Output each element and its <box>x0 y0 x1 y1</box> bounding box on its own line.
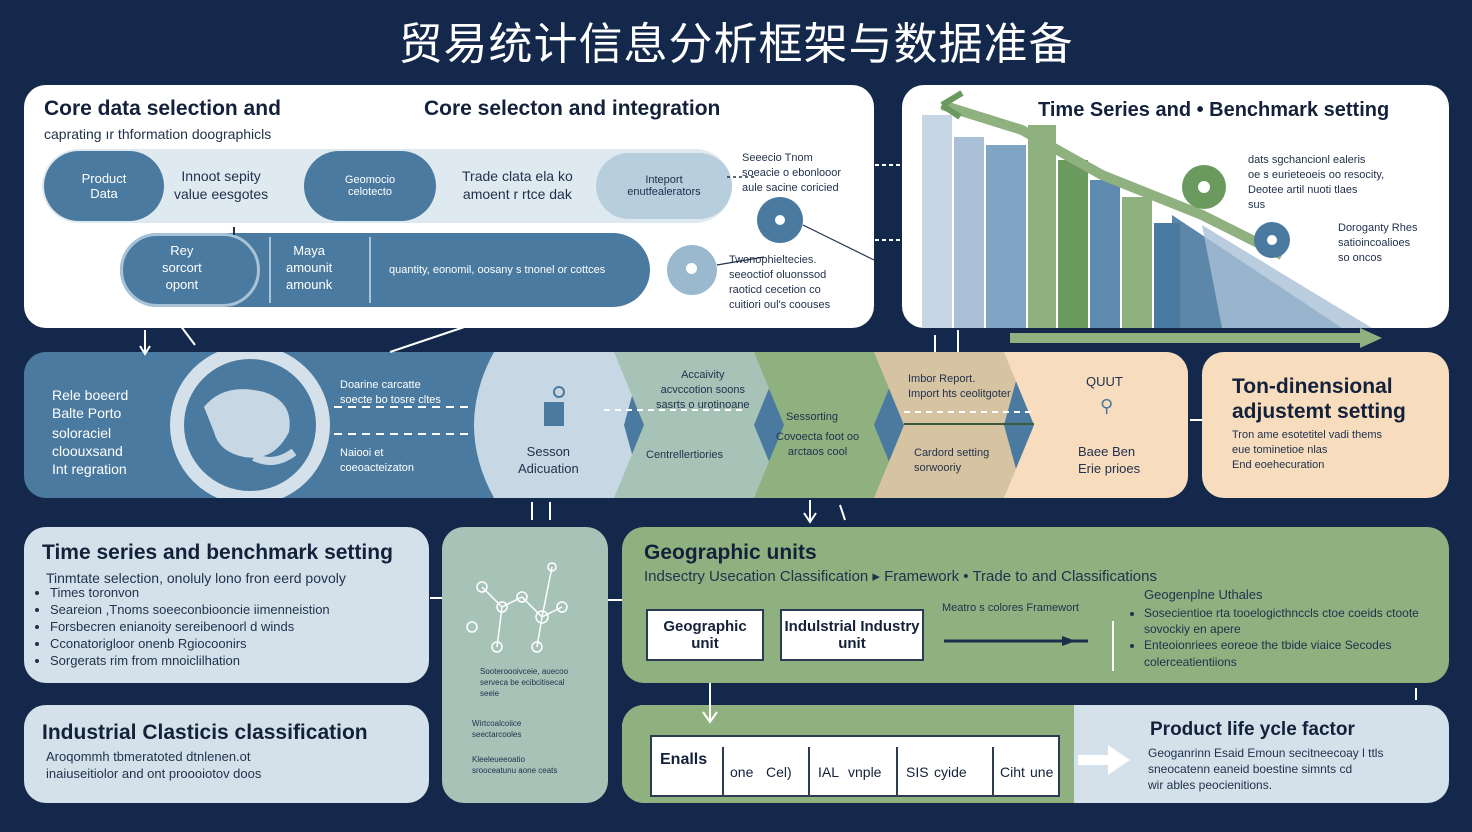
network-note-a: Sooteroooivceie, auecoo serveca be ecibc… <box>480 667 569 698</box>
lifecycle-seg: Ciht <box>1000 764 1025 780</box>
band-base: Baee Ben Erie prioes <box>1078 444 1141 476</box>
tondim-panel: Ton-dinensional adjustemt setting Tron a… <box>1202 352 1449 498</box>
band-card-setting: Cardord setting sorwooriy <box>914 447 990 474</box>
network-note-b: Wirtcoalcoiice seectarcooles <box>472 719 522 739</box>
band-quit: QUUT <box>1086 374 1123 389</box>
band-season: Sesson Adicuation <box>518 444 579 476</box>
product-data-label: Product Data <box>81 171 127 201</box>
timeseries-top-panel: Time Series and • Benchmark setting dats… <box>902 85 1449 328</box>
band-left-label: Rele boeerd Balte Porto <box>52 387 129 422</box>
lifecycle-divider <box>992 747 994 795</box>
pill2-side-text: Trade clata ela ko amoent r rtce dak <box>462 168 573 203</box>
core-panel: Core data selection and caprating ır thf… <box>24 85 874 328</box>
core-heading-2: Core selecton and integration <box>424 97 721 120</box>
geo-panel: Geographic units Indsectry Usecation Cla… <box>622 527 1449 683</box>
pill1-side-text: Innoot sepity value eesgotes <box>174 168 269 203</box>
lifecycle-divider <box>896 747 898 795</box>
lifecycle-seg: IAL <box>818 764 840 780</box>
band-center: Centrellertiories <box>646 449 724 461</box>
lifecycle-panel: Enalls one Cel) IAL vnple SIS cyide Ciht… <box>622 705 1449 803</box>
core-subheading: caprating ır thformation doographicls <box>44 126 272 142</box>
flow-band: Rele boeerd Balte Porto soloraciel cloou… <box>24 352 1188 498</box>
band-left-sub: soloraciel cloouxsand Int regration <box>52 425 127 478</box>
ts-bottom-panel: Time series and benchmark setting Tinmta… <box>24 527 429 683</box>
ts-bottom-list: Times toronvon Seareion ,Tnoms soeeconbi… <box>34 585 330 669</box>
band-mid-top: Doarine carcatte soecte bo tosre cltes <box>340 379 441 406</box>
geographic-unit-label: Geographic unit <box>663 617 747 652</box>
core-note-2: Twonophieltecies. seeoctiof oluonssod ra… <box>729 254 831 311</box>
tondim-text: Tron ame esotetitel vadi thems eue tomin… <box>1232 429 1382 471</box>
timeseries-top-heading: Time Series and • Benchmark setting <box>1038 99 1390 121</box>
lifecycle-seg: une <box>1030 764 1054 780</box>
geo-arrow <box>944 636 1088 646</box>
geometric-selection-pill[interactable]: Geomocio celotecto <box>304 151 436 221</box>
bar-chart-icon <box>922 90 1372 328</box>
network-note-c: Kleeleueeoatio srooceatunu aone ceats <box>472 755 558 775</box>
lifecycle-seg: cyide <box>934 764 967 780</box>
lifecycle-divider <box>808 747 810 795</box>
core-note-1: Seeecio Tnom soeacie o ebonlooor aule sa… <box>742 152 842 194</box>
list-item: Times toronvon <box>50 585 330 602</box>
interport-pill[interactable]: Inteport enutfealerators <box>596 153 732 219</box>
node-dot-1 <box>775 215 785 225</box>
lifecycle-seg: SIS <box>906 764 929 780</box>
arrow-icon <box>1010 328 1382 348</box>
network-icon <box>466 562 568 653</box>
core-heading: Core data selection and <box>44 97 281 120</box>
geo-sub: Indsectry Usecation Classification ▸ Fra… <box>644 568 1157 585</box>
product-data-pill[interactable]: Product Data <box>44 151 164 221</box>
band-seasoning: Sessorting <box>786 411 838 423</box>
industrial-unit-box[interactable]: Indulstrial Industry unit <box>780 609 924 661</box>
band-mid-bottom: Naiooi et coeoacteizaton <box>340 447 414 474</box>
network-panel: Sooteroooivceie, auecoo serveca be ecibc… <box>442 527 608 803</box>
lifecycle-box-label: Enalls <box>660 751 708 768</box>
tondim-heading: Ton-dinensional adjustemt setting <box>1232 375 1406 424</box>
lifecycle-divider <box>722 747 724 795</box>
geo-heading: Geographic units <box>644 541 817 564</box>
industrial-text: Aroqommh tbmeratoted dtnlenen.ot inaiuse… <box>46 749 262 781</box>
industrial-panel: Industrial Clasticis classification Aroq… <box>24 705 429 803</box>
list-item: Enteoionriees eoreoe the tbide viaice Se… <box>1144 637 1419 669</box>
lifecycle-arrow <box>1078 745 1130 775</box>
ts-bottom-heading: Time series and benchmark setting <box>42 541 393 564</box>
list-item: Sosecientioe rta tooelogicthnccls ctoe c… <box>1144 605 1419 637</box>
lifecycle-seg: vnple <box>848 764 882 780</box>
geometric-selection-label: Geomocio celotecto <box>344 174 396 198</box>
geo-right-title: Geogenplne Uthales <box>1144 587 1263 602</box>
row2-ring <box>120 233 260 307</box>
ts-bottom-sub: Tinmtate selection, onoluly lono fron ee… <box>46 570 346 586</box>
geo-bracket <box>1112 621 1114 671</box>
band-activity: Accaivity acvccotion soons sasrts o urot… <box>656 369 750 411</box>
timeseries-top-note-2: Doroganty Rhes satioincoalioes so oncos <box>1338 222 1418 264</box>
row2-amount: Maya amounit amounk <box>286 243 333 292</box>
row2-divider-2 <box>369 237 371 303</box>
lifecycle-text: Geoganrinn Esaid Emoun secitneecoay l tt… <box>1148 746 1384 793</box>
list-item: Cconatorigloor onenb Rgiocoonirs <box>50 636 330 653</box>
lifecycle-seg: one <box>730 764 754 780</box>
row2-text: quantity, eonomil, oosany s tnonel or co… <box>389 264 606 276</box>
pin-icon: ⚲ <box>1100 396 1114 416</box>
list-item: Sorgerats rim from mnoiclilhation <box>50 653 330 670</box>
geographic-unit-box[interactable]: Geographic unit <box>646 609 764 661</box>
row2-divider-1 <box>269 237 271 303</box>
geo-frame-label: Meatro s colores Framewort <box>942 602 1079 614</box>
page-title: 贸易统计信息分析框架与数据准备 <box>398 19 1074 70</box>
row2-band <box>120 233 650 307</box>
lifecycle-heading: Product life ycle factor <box>1150 719 1355 740</box>
band-shapes <box>170 352 1188 498</box>
interport-label: Inteport enutfealerators <box>627 174 701 198</box>
band-seasoning-sub: Covoecta foot oo arctaos cool <box>776 431 860 458</box>
lifecycle-strip: Enalls one Cel) IAL vnple SIS cyide Ciht… <box>650 735 1060 797</box>
list-item: Seareion ,Tnoms soeeconbiooncie iimennei… <box>50 602 330 619</box>
geo-right-list: Sosecientioe rta tooelogicthnccls ctoe c… <box>1128 605 1419 670</box>
industrial-heading: Industrial Clasticis classification <box>42 721 368 744</box>
core-connector-lines <box>233 176 874 266</box>
timeseries-top-note-1: dats sgchancionl ealeris oe s eurieteoei… <box>1248 154 1385 211</box>
band-import-report: Imbor Report. Import hts ceolitgoter <box>908 373 1011 400</box>
list-item: Forsbecren enianoity sereibenoorl d wind… <box>50 619 330 636</box>
industrial-unit-label: Indulstrial Industry unit <box>784 617 920 652</box>
row2-key-export: Rey sorcort opont <box>162 243 202 292</box>
lifecycle-seg: Cel) <box>766 764 792 780</box>
node-dot-2 <box>686 263 697 274</box>
